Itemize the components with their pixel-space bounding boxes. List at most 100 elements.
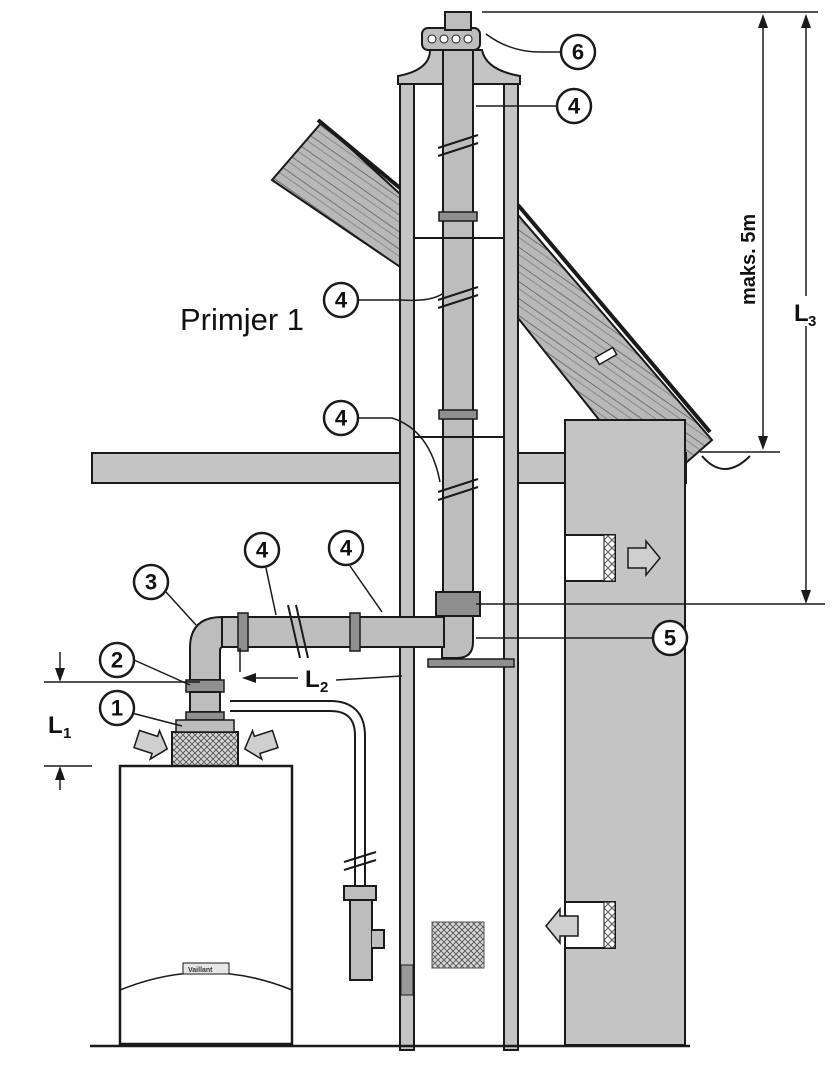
leader-3	[165, 591, 197, 626]
callout-1: 1	[98, 689, 136, 727]
support-bend	[435, 591, 481, 659]
roof-gutter	[701, 455, 751, 470]
l1-label: L	[48, 712, 63, 739]
callout-6-label: 6	[572, 40, 584, 65]
break-mark	[437, 286, 479, 309]
lower-vent-grill	[603, 901, 616, 949]
vent-air-arrow-out	[545, 906, 579, 946]
shaft-cleanout-door	[400, 964, 414, 996]
upper-vent-grill	[603, 534, 616, 582]
callout-2-label: 2	[111, 648, 123, 673]
leader-lines	[119, 33, 652, 727]
arrowhead	[758, 436, 768, 450]
boiler: Vaillant	[118, 764, 294, 1046]
callout-4: 4	[322, 399, 360, 437]
l3-label: L	[794, 300, 809, 327]
terminal-cap-hole	[439, 34, 449, 44]
right-wall	[564, 419, 686, 1046]
elbow-87	[189, 615, 223, 681]
callout-4-label: 4	[568, 94, 581, 119]
l2-leader	[335, 675, 403, 681]
siphon-body	[349, 899, 373, 981]
condensate-drain	[230, 700, 385, 981]
shaft-wall-right	[503, 79, 519, 1051]
callout-4-label: 4	[256, 538, 269, 563]
leader-2	[133, 659, 191, 686]
siphon-outlet	[372, 929, 385, 949]
callout-3-label: 3	[145, 570, 157, 595]
callout-4: 4	[243, 531, 281, 569]
arrowhead	[758, 14, 768, 28]
callout-5-label: 5	[664, 626, 676, 651]
pipe-joint	[237, 612, 249, 652]
example-title: Primjer 1	[180, 302, 305, 337]
l3-label-sub: 3	[808, 313, 816, 330]
arrowhead	[801, 14, 811, 28]
callout-3: 3	[132, 563, 170, 601]
pipe-support-base	[427, 658, 515, 668]
arrowhead	[55, 668, 65, 682]
air-flow-arrows	[133, 538, 661, 946]
chimney-shaft	[399, 79, 519, 1051]
siphon-top	[343, 885, 377, 901]
l2-label-sub: 2	[320, 679, 328, 696]
callout-4: 4	[322, 281, 360, 319]
roof-left-section	[270, 120, 413, 277]
vertical-pipe-body	[442, 49, 474, 611]
callout-4-label: 4	[335, 406, 348, 431]
support-bend-elbow	[441, 609, 474, 659]
boiler-connection	[171, 679, 239, 767]
break-mark	[437, 478, 479, 501]
leader-4-mid	[358, 293, 443, 302]
horizontal-pipe-body	[221, 616, 445, 648]
pipe-joint	[349, 612, 361, 652]
leader-4-h1	[265, 567, 277, 616]
roof-ridge-detail	[594, 346, 618, 366]
terminal-cap-hole	[451, 34, 461, 44]
break-mark	[437, 134, 479, 157]
connection-ring	[185, 711, 225, 721]
arrowhead	[801, 590, 811, 604]
callout-4-label: 4	[335, 288, 348, 313]
callout-6: 6	[559, 33, 597, 71]
arrowhead	[55, 766, 65, 780]
condensate-hose-inner	[230, 702, 364, 890]
adapter-pipe	[189, 691, 221, 713]
elbow-body	[189, 615, 223, 681]
roof-left-tiles	[316, 118, 414, 200]
break-mark	[343, 851, 377, 871]
support-bend-collar	[435, 591, 481, 617]
callout-4-label: 4	[340, 536, 353, 561]
callout-4: 4	[327, 529, 365, 567]
l1-label-sub: 1	[63, 725, 71, 742]
l3-label-bg	[793, 296, 821, 326]
vertical-flue-pipe	[414, 49, 504, 611]
shaft-wall-left	[399, 79, 415, 1051]
terminal-cap-hole	[463, 34, 473, 44]
callout-1-label: 1	[111, 696, 123, 721]
ceiling-slab-left	[91, 452, 403, 484]
leader-4-h2	[349, 565, 383, 613]
arrowhead	[242, 673, 256, 683]
break-mark	[287, 604, 309, 659]
callout-2: 2	[98, 641, 136, 679]
terminal-top-pipe	[444, 11, 472, 31]
leader-4-low	[358, 417, 441, 483]
callout-5: 5	[651, 619, 689, 657]
air-intake-grill	[171, 731, 239, 767]
callout-4: 4	[555, 87, 593, 125]
l2-label: L	[305, 666, 320, 693]
boiler-brand-badge	[182, 962, 230, 975]
roof-right-tiles	[516, 203, 712, 434]
shaft-ventilation-grid	[431, 921, 485, 969]
boiler-brand-label: Vaillant	[188, 967, 213, 974]
pipe-joint	[438, 409, 478, 420]
leader-6	[485, 33, 560, 53]
boiler-connector-plate	[175, 719, 235, 733]
air-arrow-right	[243, 728, 279, 761]
vent-air-arrow-in	[627, 538, 661, 578]
max-height-label: maks. 5m	[738, 214, 760, 305]
terminal-cap-hole	[427, 34, 437, 44]
air-arrow-left	[133, 728, 169, 761]
